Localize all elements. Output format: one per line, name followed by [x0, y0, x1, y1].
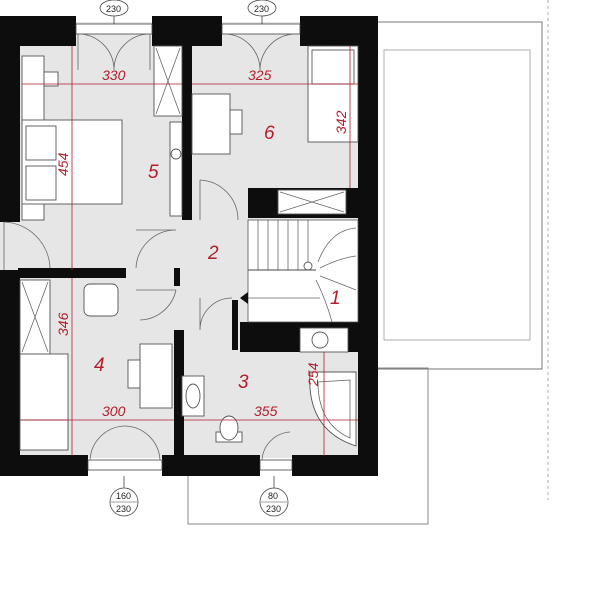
- window-tag-bottom-right-bottom: 230: [266, 504, 281, 514]
- stair-closet: [277, 189, 347, 215]
- room-label-5: 5: [148, 162, 159, 183]
- bathroom-3-fixtures: [181, 327, 357, 447]
- window-bottom-left: [87, 425, 163, 471]
- window-bottom-right: [259, 431, 293, 471]
- window-tag-top-right-text: 230: [254, 4, 269, 14]
- window-tag-bottom-left-top: 160: [116, 491, 131, 501]
- dim-room3-depth: 254: [305, 362, 321, 387]
- room-label-1: 1: [330, 288, 341, 309]
- interior-doors: [135, 179, 239, 331]
- room-label-2: 2: [207, 243, 219, 264]
- dim-room4-depth: 346: [55, 312, 71, 336]
- room-label-6: 6: [264, 123, 275, 144]
- room-label-4: 4: [94, 355, 105, 376]
- window-tag-bottom-right-top: 80: [268, 491, 278, 501]
- bedroom-4-furniture: [19, 279, 173, 451]
- dim-room5-depth: 454: [55, 152, 71, 176]
- dim-room6-depth: 342: [333, 110, 349, 134]
- window-tag-top-left-text: 230: [106, 4, 121, 14]
- window-top-right: [221, 23, 301, 71]
- window-tag-bottom-right: 80 230: [259, 476, 289, 517]
- window-top-left: [75, 23, 153, 71]
- dim-room3-width: 355: [254, 403, 278, 419]
- door-left-outside: [3, 221, 51, 270]
- window-tag-bottom-left: 160 230: [109, 476, 139, 517]
- dim-room6-width: 325: [248, 67, 272, 83]
- dim-room4-width: 300: [102, 403, 126, 419]
- staircase: [240, 219, 359, 323]
- window-tag-bottom-left-bottom: 230: [116, 504, 131, 514]
- dim-room5-width: 330: [102, 67, 126, 83]
- room-label-3: 3: [238, 372, 249, 393]
- window-tag-top-right: 230: [247, 0, 277, 24]
- dimension-lines: [22, 46, 358, 456]
- window-tag-top-left: 230: [99, 0, 129, 24]
